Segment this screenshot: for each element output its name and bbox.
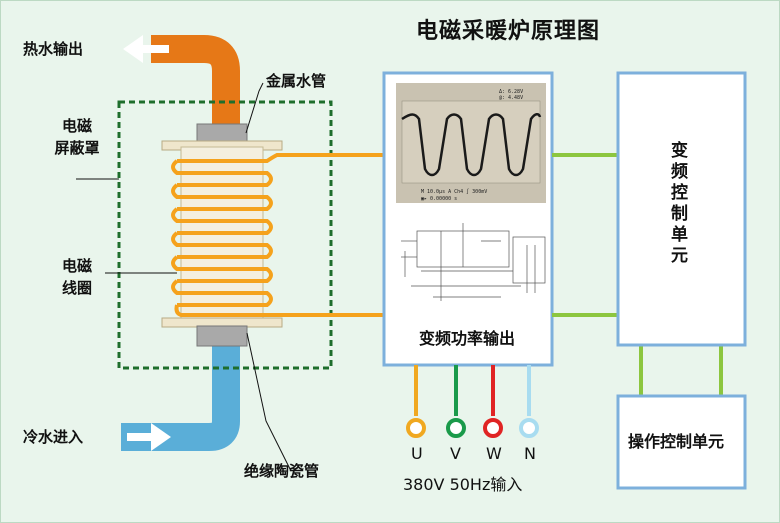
operation-control-box bbox=[616, 394, 747, 490]
label-em-shield: 电磁 屏蔽罩 bbox=[47, 115, 107, 159]
terminal-w-label: W bbox=[486, 444, 502, 463]
hot-arrow-icon bbox=[123, 35, 169, 63]
label-em-coil-line1: 电磁 bbox=[61, 257, 92, 275]
label-em-shield-line2: 屏蔽罩 bbox=[54, 139, 100, 157]
em-shield bbox=[117, 100, 333, 370]
vfd-control-box bbox=[616, 71, 747, 347]
metal-pipe-bottom bbox=[196, 325, 248, 347]
hot-water-pipe bbox=[123, 35, 240, 126]
green-links bbox=[552, 153, 723, 396]
diagram-title: 电磁采暖炉原理图 bbox=[416, 19, 601, 44]
label-vfd-control: 变频控制单元 bbox=[667, 141, 687, 267]
terminal-v-label: V bbox=[450, 444, 461, 463]
svg-text:▣▸ 0.00000 s: ▣▸ 0.00000 s bbox=[421, 196, 457, 202]
terminal-n-label: N bbox=[524, 444, 536, 463]
em-coil bbox=[171, 153, 383, 317]
cold-water-pipe bbox=[121, 341, 240, 451]
label-metal-pipe: 金属水管 bbox=[266, 72, 327, 90]
terminal-u-label: U bbox=[411, 444, 423, 463]
leader-lines bbox=[76, 82, 292, 472]
label-power-input: 380V 50Hz输入 bbox=[403, 475, 523, 494]
label-operation-control: 操作控制单元 bbox=[628, 432, 725, 451]
label-vfd-output: 变频功率输出 bbox=[419, 329, 516, 348]
svg-text:Δ: 6.28V: Δ: 6.28V bbox=[499, 89, 523, 95]
label-ceramic-pipe: 绝缘陶瓷管 bbox=[244, 462, 320, 480]
oscilloscope-screen: Δ: 6.28V @: 4.48V M 10.0μs A Ch4 ∫ 300mV… bbox=[396, 83, 546, 203]
label-em-coil: 电磁 线圈 bbox=[49, 255, 105, 299]
label-hot-water-out: 热水输出 bbox=[23, 40, 84, 58]
label-em-shield-line1: 电磁 bbox=[61, 117, 92, 135]
svg-text:M 10.0μs A Ch4 ∫ 300mV: M 10.0μs A Ch4 ∫ 300mV bbox=[421, 188, 487, 195]
svg-text:@: 4.48V: @: 4.48V bbox=[499, 95, 523, 101]
circuit-schematic bbox=[396, 219, 546, 311]
cold-arrow-icon bbox=[127, 423, 171, 451]
power-terminals bbox=[406, 365, 539, 438]
label-cold-water-in: 冷水进入 bbox=[23, 428, 84, 446]
label-em-coil-line2: 线圈 bbox=[61, 279, 92, 297]
